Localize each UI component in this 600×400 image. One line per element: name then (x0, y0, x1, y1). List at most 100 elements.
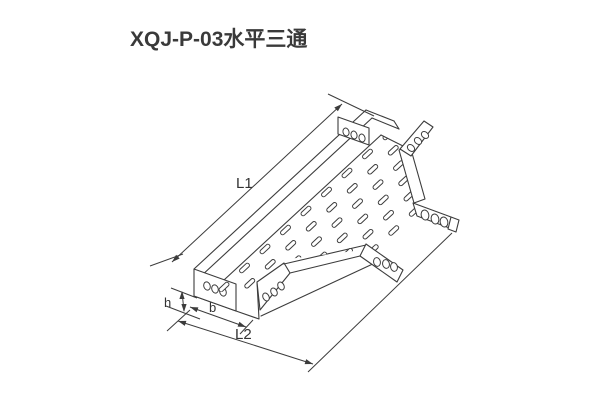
perforation-slot (459, 118, 471, 129)
far-rail-top-flange-edge (199, 117, 373, 278)
dim-label-h: h (164, 295, 171, 310)
branch (359, 120, 460, 283)
perforation-slot (490, 130, 502, 141)
perforation-slot (311, 236, 322, 247)
dimension-h: h (164, 287, 201, 320)
perforation-slot (372, 179, 384, 190)
bolt-hole (342, 127, 350, 137)
perforation-slot (321, 186, 332, 198)
bolt-hole (277, 281, 285, 291)
perforation-slot (429, 187, 441, 198)
perforation-slot (465, 134, 477, 145)
bolt-hole (211, 284, 219, 294)
perforation-slot (306, 301, 318, 312)
perforation-slot (444, 152, 450, 164)
dimension-l1: L1 (149, 93, 375, 267)
perforation-slot (300, 205, 312, 217)
top-end-panel-edge (380, 134, 404, 147)
perforation-slot (362, 228, 374, 240)
perforation-slot (444, 72, 456, 83)
perforation-slot (511, 111, 523, 122)
perforation-slot (475, 84, 487, 95)
perforation-slot (239, 262, 250, 274)
perforation-slot (506, 96, 518, 107)
perforation-slot (434, 122, 446, 133)
perforation-slot (387, 145, 399, 156)
bolt-hole (390, 262, 398, 272)
branch-end-tab (447, 216, 460, 233)
branch-left-rail-face (359, 243, 404, 283)
top-end-inner-edge (371, 117, 400, 130)
perforation-slot (469, 69, 481, 80)
perforation-slot (341, 167, 353, 179)
perforation-slot (531, 92, 543, 103)
perforation-slot (439, 137, 450, 149)
bolt-hole (358, 133, 366, 143)
perforation-slot (423, 91, 435, 102)
top-port (337, 109, 404, 147)
drawing-title: XQJ-P-03水平三通 (130, 28, 307, 51)
perforation-slot (347, 263, 359, 274)
perforation-slot (388, 225, 400, 236)
bolt-hole (382, 259, 390, 269)
perforation-slot (362, 148, 373, 160)
perforation-slot (485, 115, 497, 126)
perforation-slot (244, 278, 256, 289)
bolt-hole (420, 131, 430, 139)
top-end-outer-edge (365, 109, 395, 122)
perforation-slot (449, 88, 461, 99)
perforation-slot (449, 168, 450, 179)
dimension-l2: L2 (166, 232, 453, 373)
perforation-slot (321, 266, 333, 278)
perforation-slot (367, 164, 379, 175)
perforation-slot (403, 110, 415, 121)
perforation-slot (285, 240, 297, 251)
perforation-slot (280, 224, 291, 236)
bolt-hole (350, 130, 358, 140)
perforation-slot (383, 209, 394, 221)
perforation-slot (326, 282, 338, 292)
perforation-slot (428, 107, 440, 118)
bolt-hole (430, 213, 440, 225)
perforation-slot (357, 213, 369, 225)
chamfer-bottom-edge (289, 255, 361, 274)
bolt-hole (420, 209, 430, 221)
bolt-hole (262, 292, 270, 302)
dimension-b: b (189, 300, 254, 335)
perforation-slot (259, 243, 271, 255)
perforation-slot (377, 194, 389, 206)
left-port (193, 268, 237, 312)
main-tray-run (193, 109, 382, 320)
bolt-hole (439, 216, 449, 228)
perforation-slot (424, 171, 435, 183)
perforation-slot (454, 103, 466, 114)
far-rail-inner-bottom-edge (210, 134, 382, 293)
bolt-hole (203, 281, 211, 291)
dim-label-b: b (209, 300, 216, 315)
perforation-slot (418, 156, 430, 168)
near-bottom-edge (260, 261, 378, 317)
bolt-hole (406, 144, 416, 152)
perforation-slot (331, 217, 343, 228)
top-end-corner (393, 120, 400, 130)
perforation-slot (218, 281, 230, 292)
near-rail-segment (256, 262, 291, 311)
perforation-slot (295, 270, 307, 282)
perforation-slot (264, 259, 276, 270)
perforation-slot (326, 202, 338, 213)
perforation-slot (480, 99, 492, 110)
perforation-slot (316, 251, 328, 263)
bolt-hole (270, 287, 278, 297)
perforation-slot (336, 232, 348, 244)
bolt-hole (373, 257, 381, 267)
perforation-slot (470, 149, 482, 160)
far-rail-outer-edge (193, 109, 367, 270)
dim-label-l1: L1 (236, 175, 253, 192)
dim-label-l2: L2 (235, 326, 252, 343)
perforation-slot (500, 80, 512, 91)
perforation-slot (305, 221, 317, 232)
perforation-slot (346, 183, 358, 194)
perforation-slot (352, 198, 363, 209)
